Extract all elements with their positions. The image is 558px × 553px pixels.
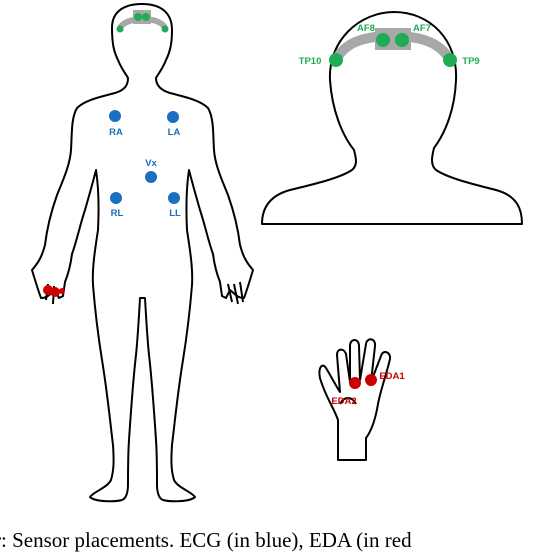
- eeg-label-af7: AF7: [413, 23, 431, 34]
- hand-figure: [318, 338, 392, 461]
- eeg-sensor-body: [134, 13, 142, 21]
- ecg-sensor-vx: [145, 171, 157, 183]
- ecg-label-la: LA: [168, 127, 181, 138]
- body-headband: [116, 10, 169, 33]
- eeg-sensor-body: [116, 25, 124, 33]
- ecg-label-ra: RA: [109, 127, 123, 138]
- eda-label-eda1: EDA1: [379, 371, 405, 382]
- eeg-label-tp9: TP9: [462, 56, 479, 67]
- eeg-sensor-body: [161, 25, 169, 33]
- ecg-sensor-rl: [110, 192, 122, 204]
- eeg-sensor-af8: [376, 33, 390, 47]
- ecg-label-rl: RL: [111, 208, 124, 219]
- left-hand-fingers: [227, 281, 244, 305]
- eeg-label-af8: AF8: [357, 23, 375, 34]
- eda-sensors-body: [43, 285, 65, 297]
- eda-sensor-eda2: [349, 377, 361, 389]
- ecg-sensor-la: [167, 111, 179, 123]
- eeg-sensor-body: [142, 13, 150, 21]
- body-outline: [31, 3, 254, 503]
- head-headband: AF8 AF7 TP10 TP9: [299, 23, 480, 67]
- eeg-label-tp10: TP10: [299, 56, 322, 67]
- body-figure: [31, 3, 254, 503]
- eda-sensor-eda1: [365, 374, 377, 386]
- hand-palm-line: [339, 397, 357, 405]
- eda-sensors-hand: EDA1 EDA2: [331, 371, 405, 407]
- ecg-sensors: RA LA Vx RL LL: [109, 110, 181, 219]
- eeg-sensor-tp10: [329, 53, 343, 67]
- ecg-label-ll: LL: [169, 208, 181, 219]
- eda-label-eda2: EDA2: [331, 396, 356, 407]
- figure-caption: r: Sensor placements. ECG (in blue), EDA…: [0, 528, 412, 552]
- eeg-sensor-tp9: [443, 53, 457, 67]
- eda-sensor-body: [50, 287, 60, 297]
- ecg-label-vx: Vx: [145, 158, 157, 169]
- head-figure: [261, 11, 523, 225]
- ecg-sensor-ll: [168, 192, 180, 204]
- eeg-sensor-af7: [395, 33, 409, 47]
- hand-outline: [318, 338, 392, 461]
- ecg-sensor-ra: [109, 110, 121, 122]
- head-outline: [261, 11, 523, 225]
- eda-sensor-body: [59, 288, 65, 294]
